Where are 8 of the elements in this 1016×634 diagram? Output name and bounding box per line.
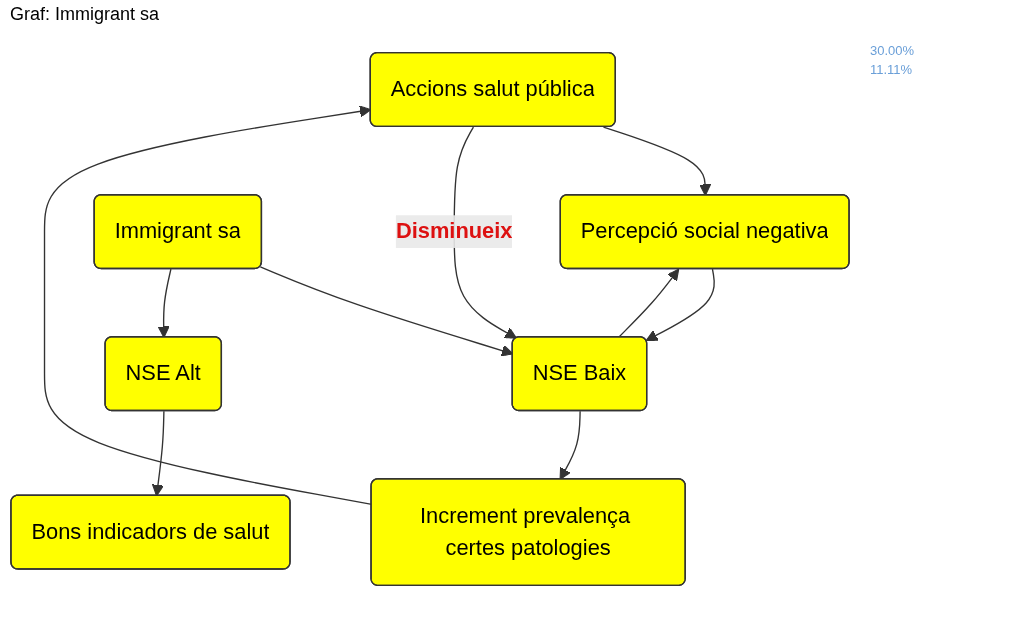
arrow <box>645 268 715 342</box>
percentage-label: 30.00% <box>870 43 915 58</box>
arrow <box>602 126 712 196</box>
percentage-label: 11.11% <box>870 62 914 77</box>
diagram-title: Graf: Immigrant sa <box>9 3 161 26</box>
edge-label: Disminueix <box>395 219 513 243</box>
arrow <box>152 410 165 497</box>
arrow <box>157 268 172 338</box>
